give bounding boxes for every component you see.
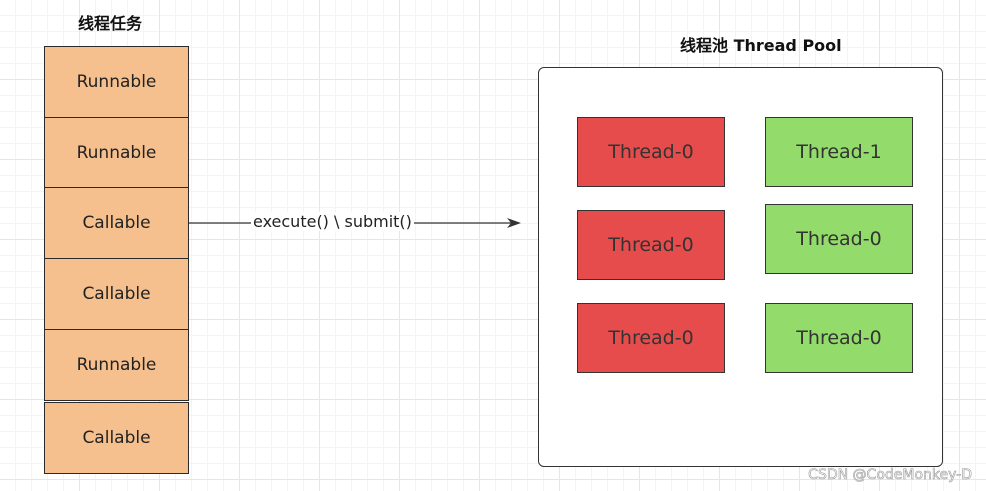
thread-cell-1: Thread-0 — [577, 117, 725, 187]
task-item-4: Callable — [44, 258, 189, 330]
watermark: CSDN @CodeMonkey-D — [808, 467, 972, 484]
thread-cell-4: Thread-0 — [765, 204, 913, 274]
task-item-3: Callable — [44, 187, 189, 259]
task-item-6: Callable — [44, 402, 189, 474]
pool-title: 线程池 Thread Pool — [680, 36, 842, 55]
connector-label: execute() \ submit() — [251, 212, 414, 231]
task-item-5: Runnable — [44, 329, 189, 401]
thread-cell-5: Thread-0 — [577, 303, 725, 373]
thread-cell-3: Thread-0 — [577, 210, 725, 280]
tasks-title: 线程任务 — [78, 14, 143, 33]
task-item-1: Runnable — [44, 46, 189, 118]
thread-cell-6: Thread-0 — [765, 303, 913, 373]
task-item-2: Runnable — [44, 117, 189, 188]
thread-cell-2: Thread-1 — [765, 117, 913, 187]
arrow-head — [507, 218, 521, 228]
